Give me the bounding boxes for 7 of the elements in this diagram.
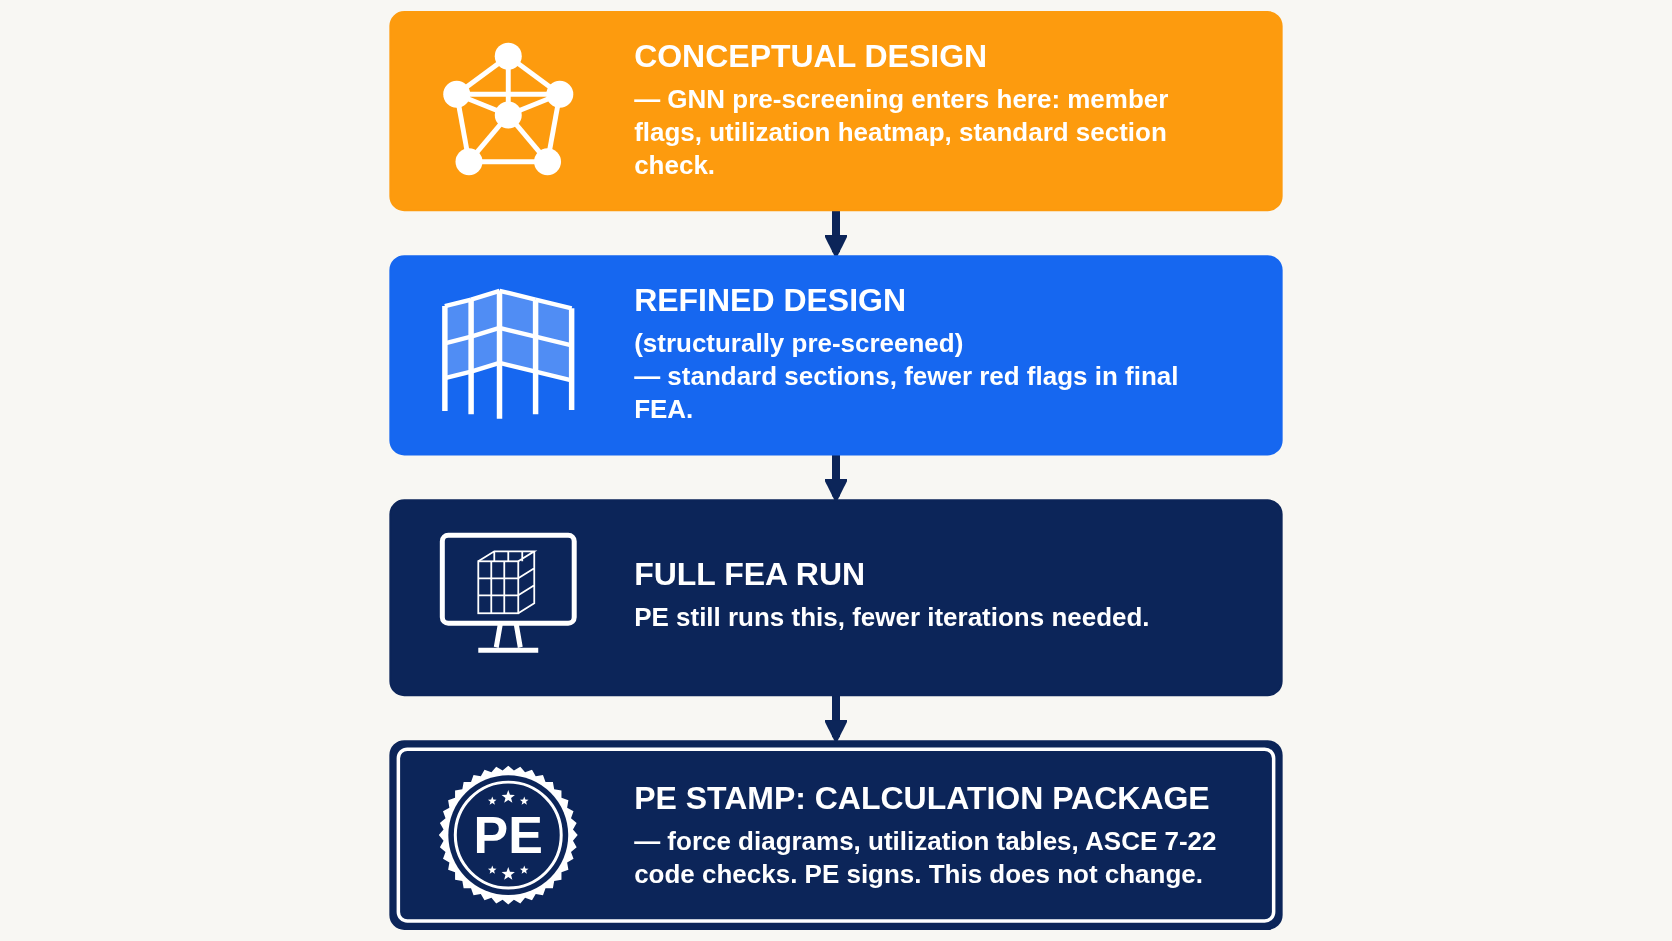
node-box: CONCEPTUAL DESIGN — GNN pre-screening enters here: member flags, utilization heatmap, standard section check.	[389, 11, 1283, 212]
node-box: REFINED DESIGN (structurally pre-screened) — standard sections, fewer red flags in final FEA.	[389, 255, 1283, 456]
arrow	[823, 210, 849, 258]
node-box: FULL FEA RUN PE still runs this, fewer iterations needed.	[389, 499, 1283, 697]
arrow	[823, 454, 849, 502]
arrow	[823, 695, 849, 743]
stamp-seal: PE	[438, 765, 579, 906]
